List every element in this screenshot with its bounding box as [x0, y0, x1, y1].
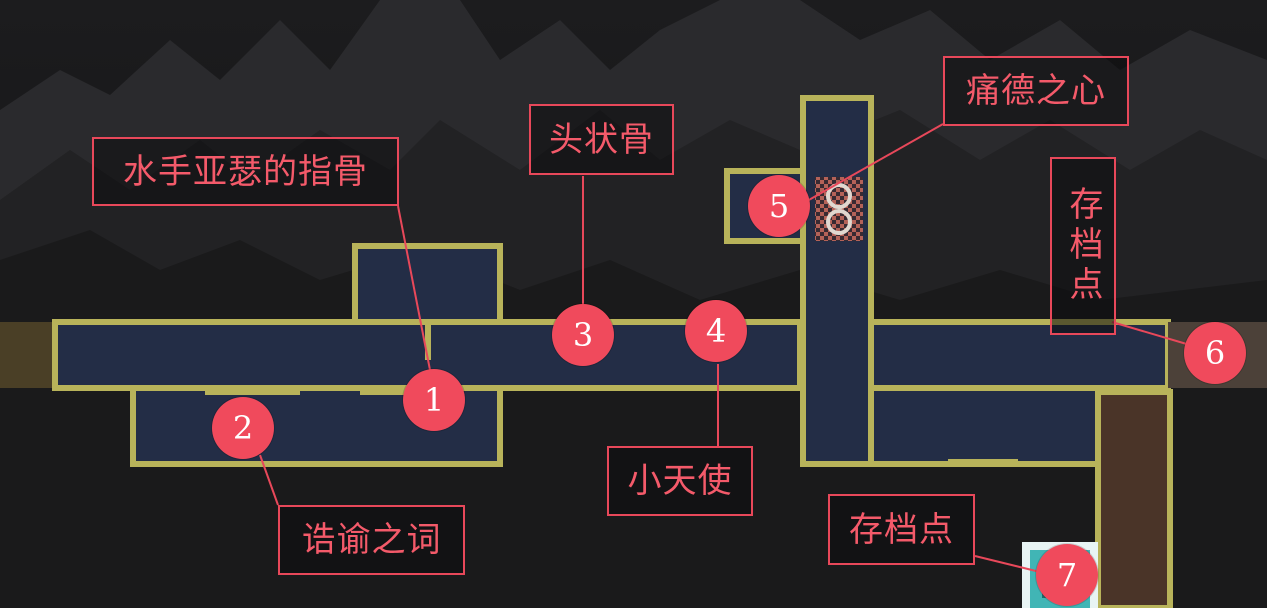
label-head-bone: 头状骨	[529, 104, 674, 175]
marker-4: 4	[685, 300, 747, 362]
marker-5: 5	[748, 175, 810, 237]
marker-7: 7	[1036, 544, 1098, 606]
brown-shaft	[1095, 389, 1173, 608]
marker-1: 1	[403, 369, 465, 431]
room-upper-left	[352, 243, 503, 329]
label-sailor-arthur-phalanx: 水手亚瑟的指骨	[92, 137, 399, 206]
label-oracle-words: 诰谕之词	[278, 505, 465, 575]
leader-lines	[259, 123, 1191, 573]
heart-relic-icon	[815, 177, 863, 241]
label-save-point-6: 存档点	[1050, 157, 1116, 335]
room-right-corridor	[868, 319, 1171, 391]
room-vertical-shaft	[800, 95, 874, 467]
left-door	[0, 322, 55, 388]
room-lower-right	[868, 385, 1101, 467]
label-save-point-7: 存档点	[828, 494, 975, 565]
label-heart-relic: 痛德之心	[943, 56, 1129, 126]
marker-2: 2	[212, 397, 274, 459]
marker-3: 3	[552, 304, 614, 366]
marker-6: 6	[1184, 322, 1246, 384]
label-little-angel: 小天使	[607, 446, 753, 516]
